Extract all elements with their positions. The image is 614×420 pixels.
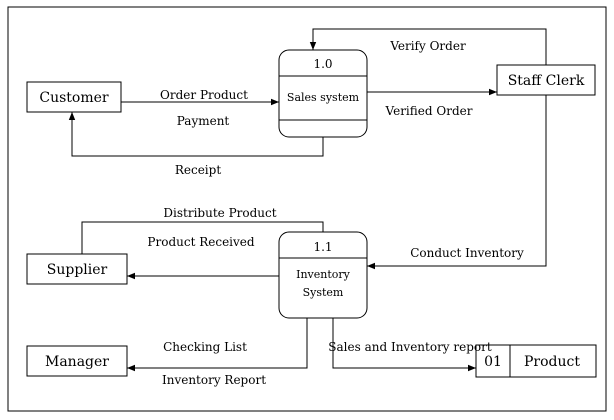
data-store-name: Product — [524, 354, 580, 370]
flow-conduct-inventory-arrow — [367, 95, 547, 270]
process-sales-system-name: Sales system — [287, 91, 360, 104]
entity-manager-label: Manager — [45, 354, 109, 370]
process-inventory-system-number: 1.1 — [313, 240, 332, 254]
flow-receipt-arrow — [68, 112, 324, 157]
flow-inventory-report-arrow — [127, 318, 308, 372]
flow-conduct-inventory-label: Conduct Inventory — [410, 246, 524, 260]
flow-distribute-product-label: Distribute Product — [163, 206, 276, 220]
process-sales-system[interactable]: 1.0 Sales system — [278, 49, 368, 138]
flow-order-product-label: Order Product — [160, 88, 248, 102]
flow-verify-order-label: Verify Order — [389, 39, 466, 53]
entity-customer[interactable]: Customer — [26, 81, 122, 113]
flow-sales-inventory-report-label: Sales and Inventory report — [328, 340, 492, 354]
entity-supplier[interactable]: Supplier — [26, 253, 128, 285]
flow-distribute-product-line — [81, 221, 324, 254]
entity-manager[interactable]: Manager — [26, 345, 128, 377]
entity-customer-label: Customer — [39, 90, 109, 106]
flow-inventory-report-label: Inventory Report — [162, 373, 266, 387]
entity-staff-clerk-label: Staff Clerk — [508, 73, 585, 89]
flow-payment-label: Payment — [177, 114, 230, 128]
process-inventory-system[interactable]: 1.1 Inventory System — [278, 231, 368, 319]
flow-receipt-label: Receipt — [175, 163, 221, 177]
data-store-id: 01 — [484, 354, 502, 370]
process-sales-system-number: 1.0 — [313, 57, 332, 71]
flow-verify-order-arrow — [309, 28, 547, 65]
entity-staff-clerk[interactable]: Staff Clerk — [496, 64, 596, 96]
data-store-product[interactable]: 01 Product — [475, 344, 597, 378]
entity-supplier-label: Supplier — [47, 262, 108, 278]
flow-verified-order-label: Verified Order — [385, 104, 473, 118]
flow-checking-list-label: Checking List — [163, 340, 247, 354]
process-inventory-system-name-line1: Inventory — [296, 268, 351, 281]
process-inventory-system-name-line2: System — [303, 286, 344, 299]
flow-sales-inventory-report-arrow — [332, 318, 476, 372]
flow-product-received-label: Product Received — [147, 235, 254, 249]
diagram-frame — [7, 6, 607, 412]
